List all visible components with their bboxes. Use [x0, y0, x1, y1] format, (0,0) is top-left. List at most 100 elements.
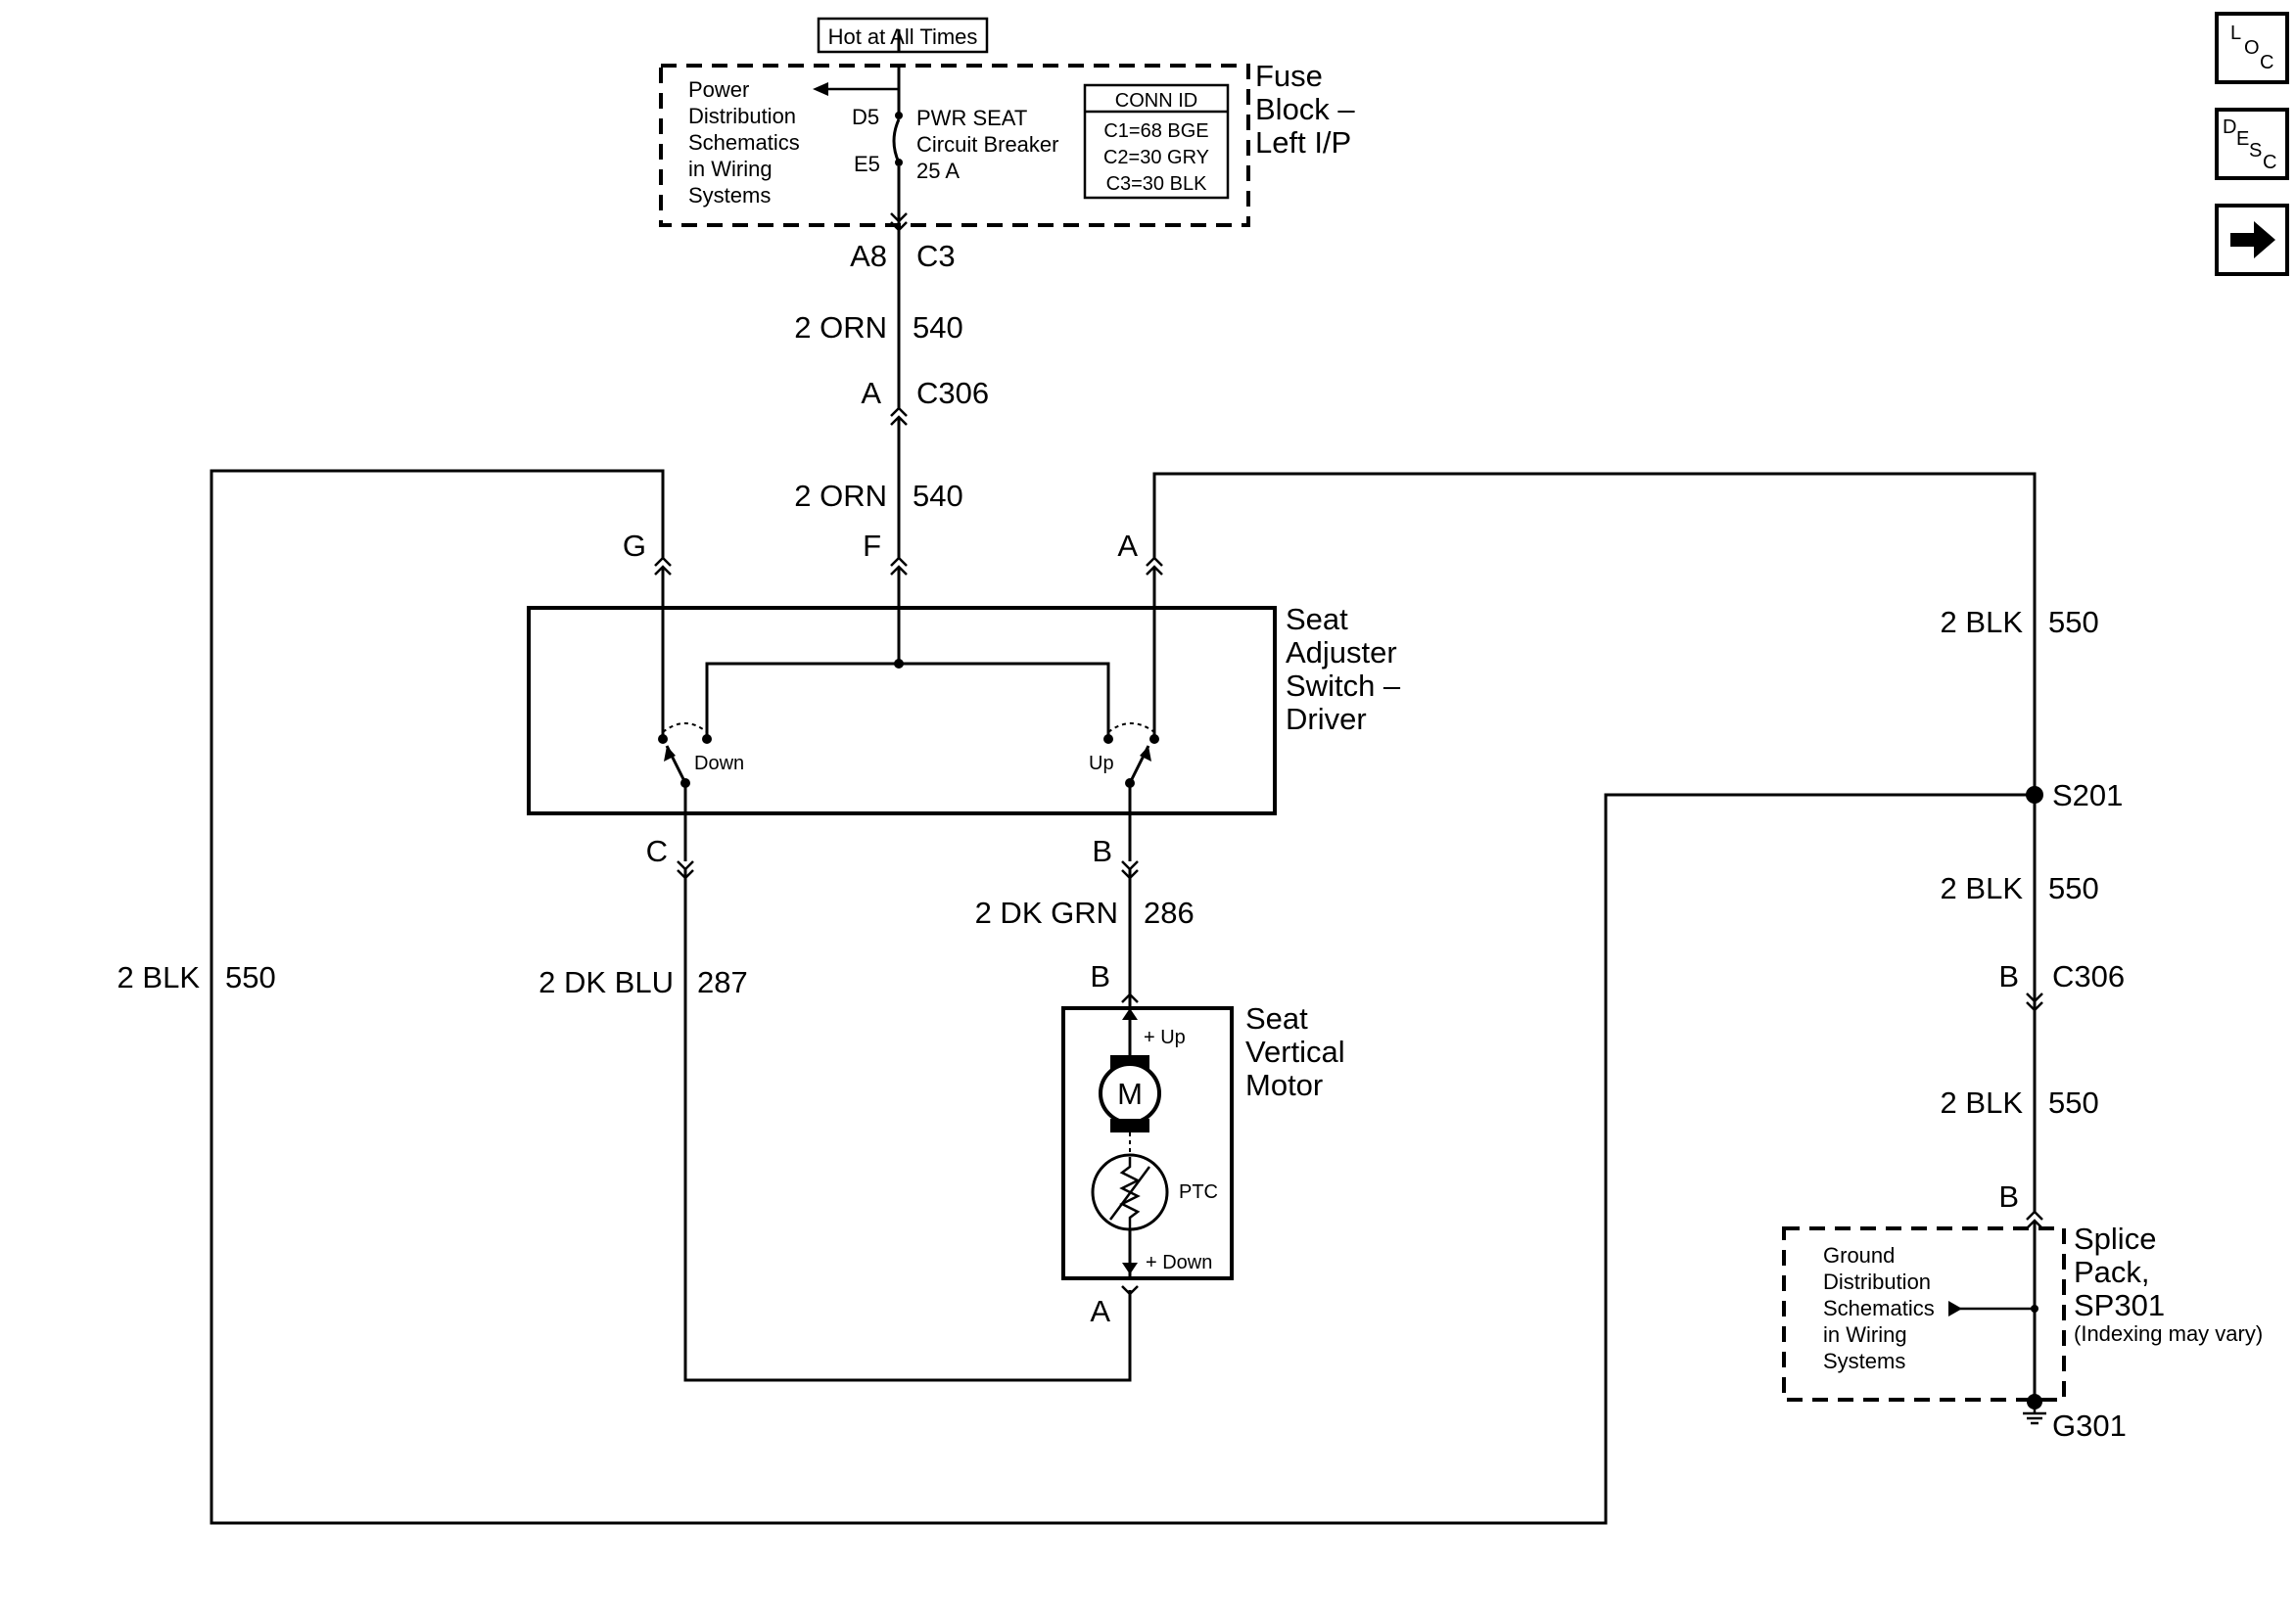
desc-button[interactable]: D E S C: [2215, 108, 2289, 180]
svg-text:C: C: [2263, 152, 2276, 173]
switch-pin-g: G: [623, 529, 646, 563]
down-contact-feed: [702, 734, 712, 744]
hot-label-box: [817, 17, 989, 54]
c306-pin-b: B: [1998, 959, 2019, 993]
svg-text:C3=30 BLK: C3=30 BLK: [1106, 173, 1208, 195]
circuit-breaker-icon: [892, 118, 901, 163]
svg-text:C2=30 GRY: C2=30 GRY: [1103, 147, 1209, 168]
svg-text:PWR SEAT: PWR SEAT: [916, 106, 1027, 130]
seat-vertical-motor-box: [1061, 1006, 1234, 1280]
down-switch-travel: [662, 722, 708, 733]
c306-label-2: C306: [2052, 959, 2125, 993]
svg-text:Systems: Systems: [688, 183, 771, 208]
loc-button[interactable]: L O C: [2215, 12, 2289, 84]
motor-pin-b: B: [1090, 959, 1110, 993]
c306-label: C306: [916, 376, 989, 410]
conn-id-table: CONN ID C1=68 BGE C2=30 GRY C3=30 BLK: [1083, 83, 1230, 200]
svg-text:CONN ID: CONN ID: [1115, 90, 1197, 112]
ptc-slash: [1108, 1166, 1151, 1221]
motor-brush-bottom: [1110, 1119, 1149, 1132]
svg-text:Systems: Systems: [1823, 1349, 1905, 1373]
svg-text:Schematics: Schematics: [1823, 1296, 1935, 1320]
connector-motor-a-icon: [1121, 1285, 1139, 1296]
svg-text:L: L: [2230, 23, 2241, 44]
wire-blk-550-right-low-circuit: 550: [2048, 1086, 2099, 1120]
breaker-terminal-top: [895, 112, 903, 119]
wire-blk-550-left-loop: [210, 469, 2035, 1525]
ground-g301-label: G301: [2052, 1409, 2127, 1443]
power-distribution-ref: Power Distribution Schematics in Wiring …: [688, 77, 800, 208]
switch-pin-f: F: [863, 529, 881, 563]
svg-text:Distribution: Distribution: [688, 104, 796, 128]
switch-pin-b: B: [1092, 834, 1112, 868]
up-switch-label: Up: [1089, 753, 1114, 774]
splice-pack-title: Splice Pack, SP301: [2074, 1222, 2165, 1322]
pin-a8: A8: [850, 239, 887, 273]
fuse-block-title: Fuse Block – Left I/P: [1255, 59, 1355, 160]
pin-e5: E5: [854, 152, 880, 176]
wire-orn-540-mid-circuit: 540: [913, 479, 963, 513]
down-switch-arrow-icon: [664, 746, 676, 762]
wire-dkblu-287-circuit: 287: [697, 965, 748, 999]
ptc-label: PTC: [1179, 1181, 1218, 1203]
seat-adjuster-switch-box: [527, 606, 1277, 815]
ground-icon: [2023, 1402, 2046, 1425]
motor-up-label: + Up: [1144, 1027, 1186, 1048]
up-switch-arrow-icon: [1140, 746, 1151, 762]
c306-pin-a: A: [861, 376, 881, 410]
conn-c3: C3: [916, 239, 956, 273]
wire-dkgrn-286-color: 2 DK GRN: [975, 896, 1118, 930]
switch-pin-a: A: [1117, 529, 1138, 563]
svg-text:Schematics: Schematics: [688, 130, 800, 155]
wire-dkblu-287: [683, 869, 1132, 1382]
motor-symbol: M: [1117, 1077, 1143, 1111]
connector-motor-b-icon: [1121, 993, 1139, 1003]
motor-up-arrow-icon: [1122, 1008, 1138, 1020]
wire-blk-550-right-mid-circuit: 550: [2048, 871, 2099, 905]
svg-text:D: D: [2223, 116, 2236, 138]
svg-text:Adjuster: Adjuster: [1286, 635, 1397, 670]
description-icon: D E S C: [2223, 116, 2276, 173]
splice-s201-label: S201: [2052, 778, 2123, 812]
wire-blk-550-right-low-color: 2 BLK: [1941, 1086, 2024, 1120]
splice-pack-box: [1782, 1226, 2066, 1402]
wire-blk-550-left-circuit: 550: [225, 960, 276, 994]
motor-down-label: + Down: [1146, 1252, 1212, 1273]
breaker-terminal-bottom: [895, 159, 903, 166]
svg-text:SP301: SP301: [2074, 1288, 2165, 1322]
svg-text:25 A: 25 A: [916, 159, 960, 183]
seat-adjuster-switch-title: Seat Adjuster Switch – Driver: [1286, 602, 1401, 736]
svg-text:Splice: Splice: [2074, 1222, 2156, 1256]
svg-text:Fuse: Fuse: [1255, 59, 1323, 93]
svg-text:Seat: Seat: [1286, 602, 1348, 636]
svg-text:Ground: Ground: [1823, 1243, 1895, 1268]
wire-blk-550-right-top-color: 2 BLK: [1941, 605, 2024, 639]
svg-text:Seat: Seat: [1245, 1001, 1308, 1036]
ground-distribution-ref: Ground Distribution Schematics in Wiring…: [1823, 1243, 1935, 1373]
svg-text:Block –: Block –: [1255, 92, 1355, 126]
motor-pin-a: A: [1090, 1294, 1110, 1328]
svg-text:Driver: Driver: [1286, 702, 1367, 736]
switch-pin-c: C: [646, 834, 668, 868]
switch-internal-bus: [705, 662, 1110, 739]
wire-dkblu-287-color: 2 DK BLU: [539, 965, 674, 999]
up-contact-feed: [1103, 734, 1113, 744]
motor-down-arrow-icon: [1122, 1263, 1138, 1274]
arrow-right-icon: [2230, 221, 2275, 258]
breaker-label: PWR SEAT Circuit Breaker 25 A: [916, 106, 1058, 183]
svg-text:Motor: Motor: [1245, 1068, 1323, 1102]
fuse-block-box: [659, 64, 1250, 227]
wire-blk-550-right-top-circuit: 550: [2048, 605, 2099, 639]
svg-text:S: S: [2249, 140, 2262, 162]
next-button[interactable]: [2215, 204, 2289, 276]
wire-blk-550-right-mid-color: 2 BLK: [1941, 871, 2024, 905]
wire-blk-550-left-color: 2 BLK: [117, 960, 201, 994]
pin-d5: D5: [852, 105, 879, 129]
location-icon: L O C: [2230, 23, 2273, 73]
svg-text:E: E: [2236, 128, 2249, 150]
svg-text:Switch –: Switch –: [1286, 669, 1401, 703]
svg-text:Pack,: Pack,: [2074, 1255, 2150, 1289]
svg-text:Circuit Breaker: Circuit Breaker: [916, 132, 1058, 157]
svg-text:Vertical: Vertical: [1245, 1035, 1345, 1069]
